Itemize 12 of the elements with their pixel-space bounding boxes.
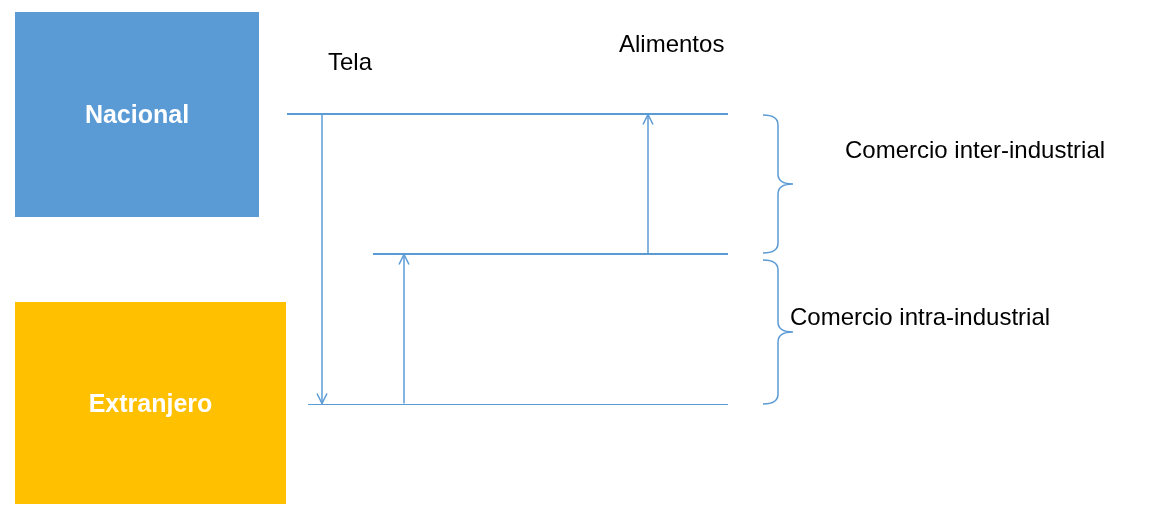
- country-box: Nacional: [15, 12, 259, 217]
- bracket-label: Comercio intra-industrial: [790, 305, 1051, 329]
- country-box: Extranjero: [15, 302, 286, 504]
- arrow: [316, 113, 328, 405]
- horizontal-line: [373, 253, 728, 255]
- arrow: [642, 113, 654, 254]
- arrow: [398, 253, 410, 405]
- arrow-label: Alimentos: [619, 32, 725, 56]
- arrow-label: Tela: [328, 50, 373, 74]
- horizontal-line: [308, 403, 728, 405]
- bracket-label: Comercio inter-industrial: [845, 138, 1106, 162]
- horizontal-line: [287, 113, 728, 115]
